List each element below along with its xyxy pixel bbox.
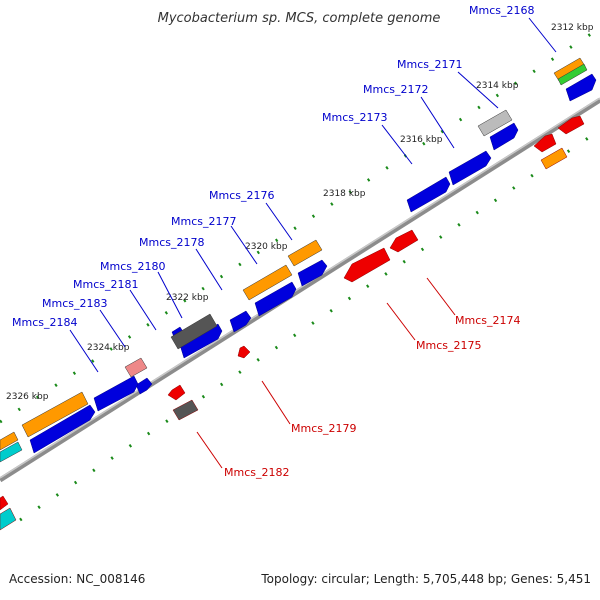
gene-block[interactable] <box>287 239 323 267</box>
gene-label[interactable]: Mmcs_2181 <box>73 278 138 291</box>
scale-tick-label: 2314 kbp <box>476 81 519 91</box>
gene-arrow[interactable] <box>565 73 597 102</box>
outer-features <box>0 57 588 463</box>
gene-arrow[interactable] <box>93 375 139 412</box>
reverse-genes <box>0 115 585 531</box>
gene-label[interactable]: Mmcs_2168 <box>469 4 534 17</box>
gene-block[interactable] <box>124 357 148 378</box>
gene-block[interactable] <box>0 495 9 511</box>
gene-arrow[interactable] <box>343 247 391 283</box>
gene-label[interactable]: Mmcs_2172 <box>363 83 428 96</box>
genome-summary: Topology: circular; Length: 5,705,448 bp… <box>261 572 591 586</box>
gene-arrow[interactable] <box>135 377 153 395</box>
gene-arrow[interactable] <box>254 281 297 317</box>
gene-label[interactable]: Mmcs_2178 <box>139 236 204 249</box>
scale-tick-label: 2324 kbp <box>87 343 130 353</box>
gene-label[interactable]: Mmcs_2182 <box>224 466 289 479</box>
scale-tick-label: 2320 kbp <box>245 242 288 252</box>
gene-arrow[interactable] <box>297 259 328 287</box>
gene-block[interactable] <box>172 399 199 421</box>
gene-label[interactable]: Mmcs_2179 <box>291 422 356 435</box>
gene-block[interactable] <box>21 391 89 438</box>
gene-block[interactable] <box>557 63 588 86</box>
gene-block[interactable] <box>0 441 23 463</box>
gene-label[interactable]: Mmcs_2173 <box>322 111 387 124</box>
gene-arrow[interactable] <box>229 310 252 333</box>
forward-genes <box>29 73 597 454</box>
gene-block[interactable] <box>0 431 19 451</box>
genome-backbone-highlight <box>0 97 600 479</box>
gene-arrow[interactable] <box>448 150 492 186</box>
gene-label[interactable]: Mmcs_2180 <box>100 260 165 273</box>
gene-label[interactable]: Mmcs_2176 <box>209 189 274 202</box>
gene-block[interactable] <box>477 109 513 137</box>
gene-arrow[interactable] <box>533 133 557 153</box>
gene-block[interactable] <box>540 147 568 170</box>
accession-label: Accession: NC_008146 <box>9 572 146 586</box>
scale-tick-label: 2316 kbp <box>400 135 443 145</box>
gene-block[interactable] <box>242 264 293 301</box>
map-title: Mycobacterium sp. MCS, complete genome <box>158 11 441 26</box>
forward-leader-lines <box>69 17 557 373</box>
gene-block[interactable] <box>170 313 218 350</box>
scale-tick-label: 2326 kbp <box>6 392 49 402</box>
gene-arrow[interactable] <box>167 384 186 401</box>
gene-arrow[interactable] <box>557 115 585 135</box>
gene-label[interactable]: Mmcs_2174 <box>455 314 520 327</box>
gene-label[interactable]: Mmcs_2177 <box>171 215 236 228</box>
gene-label[interactable]: Mmcs_2183 <box>42 297 107 310</box>
scale-tick-label: 2318 kbp <box>323 189 366 199</box>
scale-tick-label: 2312 kbp <box>551 23 594 33</box>
gene-block[interactable] <box>0 507 17 531</box>
gene-label[interactable]: Mmcs_2184 <box>12 316 77 329</box>
reverse-leader-lines <box>196 277 456 469</box>
gene-arrow[interactable] <box>237 345 251 359</box>
gene-label[interactable]: Mmcs_2175 <box>416 339 481 352</box>
gene-arrow[interactable] <box>29 404 96 454</box>
gene-arrow[interactable] <box>406 176 451 213</box>
gene-label[interactable]: Mmcs_2171 <box>397 58 462 71</box>
gene-arrow[interactable] <box>389 229 419 253</box>
scale-tick-label: 2322 kbp <box>166 293 209 303</box>
genome-backbone <box>0 97 600 483</box>
gene-arrow[interactable] <box>489 122 519 151</box>
